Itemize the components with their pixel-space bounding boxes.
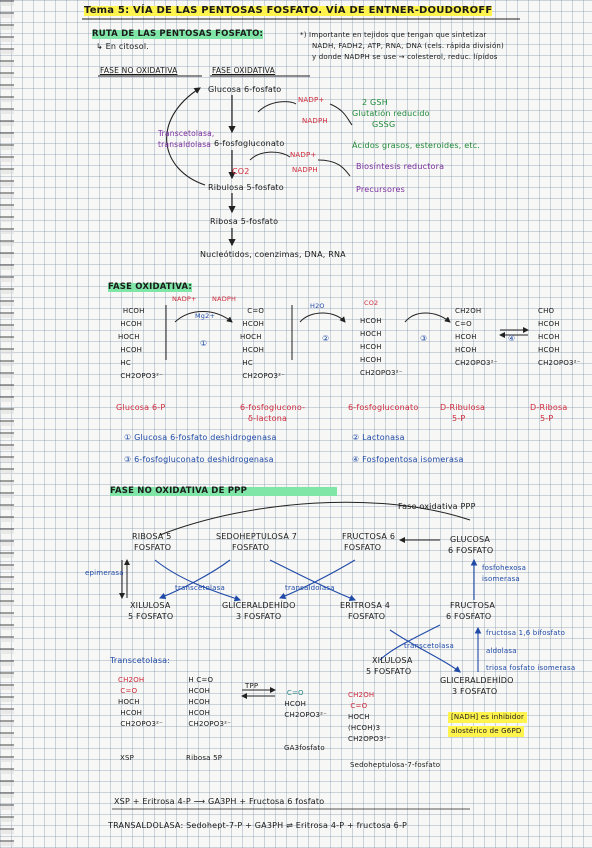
acidos-grasos: Ácidos grasos, esteroides, etc. — [352, 141, 481, 150]
nadph-2: NADPH — [292, 166, 318, 174]
xsp-label: XSP — [120, 754, 135, 762]
name-lactona-a: 6-fosfoglucono- — [240, 403, 306, 412]
nadp-plus-1: NADP+ — [298, 96, 325, 104]
xilulosa2-b: 5 FOSFATO — [366, 667, 412, 676]
gsh: 2 GSH — [362, 98, 388, 107]
name-lactona-b: δ-lactona — [248, 414, 288, 423]
glutation-reducido: Glutatión reducido — [352, 109, 430, 118]
lactona-structure: C=O HCOH HOCH HCOH HC CH2OPO3²⁻ — [240, 307, 286, 380]
transcetolasa-2: transcetolasa — [404, 642, 454, 650]
section3-heading: FASE NO OXIDATIVA DE PPP — [110, 487, 338, 496]
6-fosfogluconato: 6-fosfogluconato — [214, 139, 285, 148]
fruc6-b: FOSFATO — [344, 543, 382, 552]
name-fosfogluconato: 6-fosfogluconato — [348, 403, 419, 412]
fosfohexosa-b: isomerasa — [482, 575, 520, 583]
xsp-structure: CH2OH C=O HOCH HCOH CH2OPO3²⁻ — [118, 676, 164, 728]
ribulosa-structure: CH2OH C=O HCOH HCOH CH2OPO3²⁻ — [455, 307, 498, 367]
equation-1: XSP + Eritrosa 4-P ⟶ GA3PH + Fructosa 6 … — [114, 797, 325, 806]
gliceraldehido2-b: 3 FOSFATO — [452, 687, 498, 696]
fructosa-a: FRUCTOSA — [450, 601, 496, 610]
gliceraldehido2-a: GLICERALDEHÍDO — [440, 676, 514, 685]
gliceraldehido-a: GLICERALDEHÍDO — [222, 601, 296, 610]
precursores: Precursores — [356, 185, 405, 194]
nadp-plus-2: NADP+ — [290, 151, 317, 159]
note-line-3: y donde NADPH se use → colesterol, reduc… — [312, 53, 498, 61]
gliceraldehido-b: 3 FOSFATO — [236, 612, 282, 621]
nadph-1: NADPH — [302, 117, 328, 125]
step-2: ② — [322, 334, 330, 343]
note-line-2: NADH, FADH2, ATP, RNA, DNA (cels. rápida… — [312, 42, 504, 50]
fase-no-oxidativa-label: FASE NO OXIDATIVA — [100, 66, 178, 75]
ga3p-label: GA3fosfato — [284, 744, 325, 752]
enzyme-2: ② Lactonasa — [352, 433, 405, 442]
glucosa-6-fosfato: Glucosa 6-fosfato — [208, 85, 282, 94]
page-title: Tema 5: VÍA DE LAS PENTOSAS FOSFATO. VÍA… — [84, 5, 493, 16]
ribosa-5-fosfato: Ribosa 5-fosfato — [210, 217, 279, 226]
name-ribulosa-b: 5-P — [452, 414, 466, 423]
transcetolasa: transcetolasa — [175, 584, 225, 592]
name-ribosa-b: 5-P — [540, 414, 554, 423]
sedo7p-structure: CH2OH C=O HOCH (HCOH)3 CH2OPO3²⁻ — [348, 691, 391, 743]
step-4: ④ — [508, 334, 516, 343]
eritrosa-b: FOSFATO — [348, 612, 386, 621]
enzyme-3: ③ 6-fosfogluconato deshidrogenasa — [124, 455, 274, 464]
section2-heading: FASE OXIDATIVA: — [108, 282, 193, 292]
sedo7-a: SEDOHEPTULOSA 7 — [216, 532, 298, 541]
name-ribosa-a: D-Ribosa — [530, 403, 568, 412]
nadph-note-1: [NADH] es inhibidor — [448, 712, 528, 723]
gluc6-b: 6 FOSFATO — [448, 546, 494, 555]
fructosa-b: 6 FOSFATO — [446, 612, 492, 621]
transcetolasa-heading: Transcetolasa: — [110, 656, 171, 665]
xilulosa-a: XILULOSA — [130, 601, 171, 610]
s2-mg: Mg2+ — [195, 312, 216, 320]
fosfogluconato-structure: HCOH HOCH HCOH HCOH CH2OPO3²⁻ — [360, 317, 403, 377]
ribosa5f-b: FOSFATO — [134, 543, 172, 552]
xilulosa2-a: XILULOSA — [372, 656, 413, 665]
nadph-note-2: alostérico de G6PD — [448, 726, 525, 737]
cytosol-note: ↳ En citosol. — [96, 42, 149, 51]
gssg: GSSG — [372, 120, 396, 129]
step-3: ③ — [420, 334, 428, 343]
equation-2: TRANSALDOLASA: Sedohept-7-P + GA3PH ⇌ Er… — [108, 821, 408, 830]
aldolasa: aldolasa — [486, 647, 517, 655]
s2-h2o: H2O — [310, 302, 325, 310]
epimerasa: epimerasa — [85, 569, 124, 577]
step-1: ① — [200, 339, 208, 348]
nucleotidos: Nucleótidos, coenzimas, DNA, RNA — [200, 250, 346, 259]
sedo7p-label: Sedoheptulosa-7-fosfato — [350, 761, 441, 769]
name-ribulosa-a: D-Ribulosa — [440, 403, 486, 412]
ga3p-structure: C=O HCOH CH2OPO3²⁻ — [282, 689, 328, 719]
fase-oxidativa-ppp: Fase oxidativa PPP — [398, 502, 476, 511]
biosintesis-reductora: Biosíntesis reductora — [356, 162, 445, 171]
name-glucosa6p: Glucosa 6-P — [116, 403, 166, 412]
ribosa5f-a: RIBOSA 5 — [132, 532, 172, 541]
ribulosa-5-fosfato: Ribulosa 5-fosfato — [208, 183, 284, 192]
s2-nadph: NADPH — [212, 295, 237, 303]
glucosa6p-structure: HCOH HCOH HOCH HCOH HC CH2OPO3²⁻ — [118, 307, 164, 380]
note-line-1: *) Importante en tejidos que tengan que … — [300, 31, 487, 39]
co2-label: CO2 — [232, 167, 250, 176]
notebook-spiral — [0, 0, 14, 848]
ribosa5p-structure: H C=O HCOH HCOH HCOH CH2OPO3²⁻ — [188, 676, 232, 728]
xilulosa-b: 5 FOSFATO — [128, 612, 174, 621]
sedo7-b: FOSFATO — [232, 543, 270, 552]
transaldolasa-label: transaldolasa — [158, 140, 212, 149]
enzyme-4: ④ Fosfopentosa isomerasa — [352, 455, 464, 464]
s2-co2: CO2 — [364, 299, 379, 307]
enzyme-1: ① Glucosa 6-fosfato deshidrogenasa — [124, 433, 277, 442]
fruc6-a: FRUCTOSA 6 — [342, 532, 396, 541]
transaldolasa: transaldolasa — [285, 584, 335, 592]
tpp-label: TPP — [245, 682, 259, 690]
section1-heading: RUTA DE LAS PENTOSAS FOSFATO: — [92, 29, 264, 39]
ribosa5p-label: Ribosa 5P — [186, 754, 223, 762]
s2-nadp: NADP+ — [172, 295, 197, 303]
fructosa-16-bifosfato: fructosa 1,6 bifosfato — [486, 629, 566, 637]
ribosa-structure: CHO HCOH HCOH HCOH CH2OPO3²⁻ — [538, 307, 581, 367]
fase-oxidativa-label: FASE OXIDATIVA — [212, 66, 275, 75]
fosfohexosa-a: fosfohexosa — [482, 564, 527, 572]
triosa-isomerasa: triosa fosfato isomerasa — [486, 664, 576, 672]
transcetolasa-label: Transcetolasa, — [158, 129, 215, 138]
eritrosa-a: ERITROSA 4 — [340, 601, 391, 610]
gluc6-a: GLUCOSA — [450, 535, 491, 544]
